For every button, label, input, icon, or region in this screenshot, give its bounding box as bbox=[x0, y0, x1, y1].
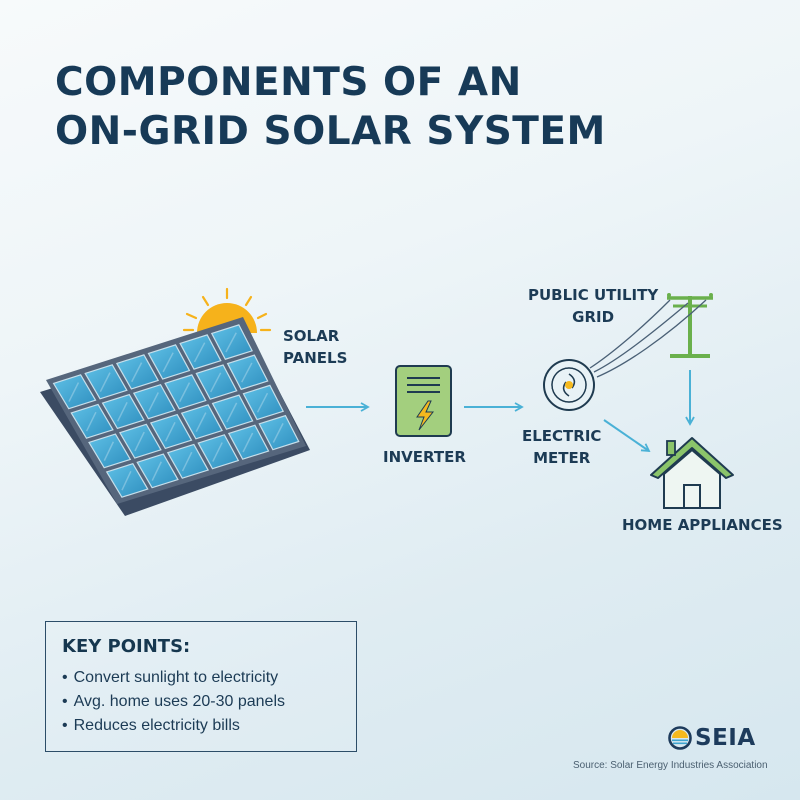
solar-panel-icon bbox=[40, 317, 310, 516]
solar-cell-glare bbox=[225, 332, 237, 353]
lightning-bolt-icon bbox=[416, 400, 435, 431]
solar-cell bbox=[166, 443, 210, 479]
key-point-item: Convert sunlight to electricity bbox=[62, 666, 285, 690]
solar-cell-glare bbox=[193, 342, 206, 363]
electric-meter-icon bbox=[543, 359, 595, 411]
solar-cell-glare bbox=[226, 402, 238, 423]
solar-cell-glare bbox=[195, 412, 207, 432]
solar-cell bbox=[115, 354, 160, 390]
solar-cell bbox=[88, 433, 132, 469]
solar-cell bbox=[164, 374, 207, 410]
house-icon bbox=[650, 437, 734, 509]
label-electric-meter-line-2: METER bbox=[533, 449, 591, 467]
solar-cell bbox=[197, 434, 240, 470]
utility-pole-icon bbox=[667, 293, 713, 358]
solar-cell-glare bbox=[103, 441, 115, 461]
seia-logo-icon bbox=[668, 726, 692, 750]
solar-cell-glare bbox=[147, 392, 159, 412]
solar-cell-glare bbox=[151, 461, 162, 481]
label-inverter: INVERTER bbox=[383, 448, 466, 466]
solar-cell bbox=[258, 414, 300, 451]
solar-cell-glare bbox=[241, 362, 253, 383]
arrow-meter-to-home bbox=[603, 419, 651, 453]
solar-cell-glare bbox=[99, 372, 111, 393]
solar-cell bbox=[147, 344, 191, 380]
solar-cell-glare bbox=[256, 392, 269, 413]
solar-cell bbox=[101, 393, 145, 430]
key-points-box: KEY POINTS: Convert sunlight to electric… bbox=[45, 621, 357, 752]
label-home-appliances: HOME APPLIANCES bbox=[622, 516, 783, 534]
solar-cell-glare bbox=[272, 423, 284, 443]
label-solar-panels: SOLAR PANELS bbox=[283, 325, 347, 369]
solar-cell bbox=[227, 424, 270, 460]
source-credit: Source: Solar Energy Industries Associat… bbox=[573, 760, 768, 771]
solar-cell bbox=[210, 324, 253, 360]
sun-icon bbox=[182, 287, 272, 333]
solar-cell bbox=[84, 364, 128, 400]
label-utility-grid-line-1: PUBLIC UTILITY bbox=[528, 286, 659, 304]
label-electric-meter-line-1: ELECTRIC bbox=[522, 427, 602, 445]
solar-cell-glare bbox=[212, 442, 223, 462]
seia-brand-text: SEIA bbox=[695, 725, 756, 751]
solar-cell bbox=[105, 462, 149, 498]
title-line-1: COMPONENTS OF AN bbox=[55, 60, 522, 105]
solar-cell-glare bbox=[134, 431, 145, 452]
solar-cell bbox=[179, 334, 222, 370]
solar-cell bbox=[118, 423, 162, 459]
solar-cell-glare bbox=[179, 382, 191, 403]
solar-cell bbox=[149, 413, 193, 450]
label-utility-grid: PUBLIC UTILITY GRID bbox=[528, 284, 658, 328]
solar-cell-glare bbox=[85, 411, 97, 432]
solar-cell-glare bbox=[116, 401, 128, 422]
key-points-list: Convert sunlight to electricity Avg. hom… bbox=[62, 666, 285, 738]
solar-cell-glare bbox=[164, 421, 176, 442]
label-solar-panels-line-2: PANELS bbox=[283, 349, 348, 367]
label-utility-grid-line-2: GRID bbox=[572, 308, 615, 326]
inverter-icon bbox=[395, 365, 452, 437]
label-electric-meter: ELECTRIC METER bbox=[522, 425, 601, 469]
solar-cell bbox=[70, 403, 114, 439]
solar-cell-glare bbox=[162, 352, 174, 373]
solar-cell-glare bbox=[68, 382, 80, 402]
key-point-item: Avg. home uses 20-30 panels bbox=[62, 690, 285, 714]
solar-cell bbox=[52, 374, 97, 410]
power-lines bbox=[589, 299, 707, 378]
seia-logo: SEIA bbox=[668, 723, 756, 753]
solar-cell bbox=[136, 453, 179, 489]
key-points-heading: KEY POINTS: bbox=[62, 636, 191, 657]
solar-cell bbox=[211, 394, 254, 430]
solar-cell-glare bbox=[121, 471, 132, 491]
page-title: COMPONENTS OF AN ON-GRID SOLAR SYSTEM bbox=[55, 58, 606, 156]
solar-cell-glare bbox=[242, 432, 254, 453]
solar-cell bbox=[226, 354, 269, 391]
solar-cell-glare bbox=[181, 451, 193, 472]
title-line-2: ON-GRID SOLAR SYSTEM bbox=[55, 109, 606, 154]
solar-cell-glare bbox=[210, 372, 222, 393]
solar-cell bbox=[242, 384, 285, 421]
solar-cell bbox=[180, 404, 223, 440]
label-solar-panels-line-1: SOLAR bbox=[283, 327, 340, 345]
solar-cell bbox=[132, 384, 176, 420]
solar-cell bbox=[195, 364, 238, 400]
solar-cell-glare bbox=[131, 362, 143, 383]
key-point-item: Reduces electricity bills bbox=[62, 714, 285, 738]
